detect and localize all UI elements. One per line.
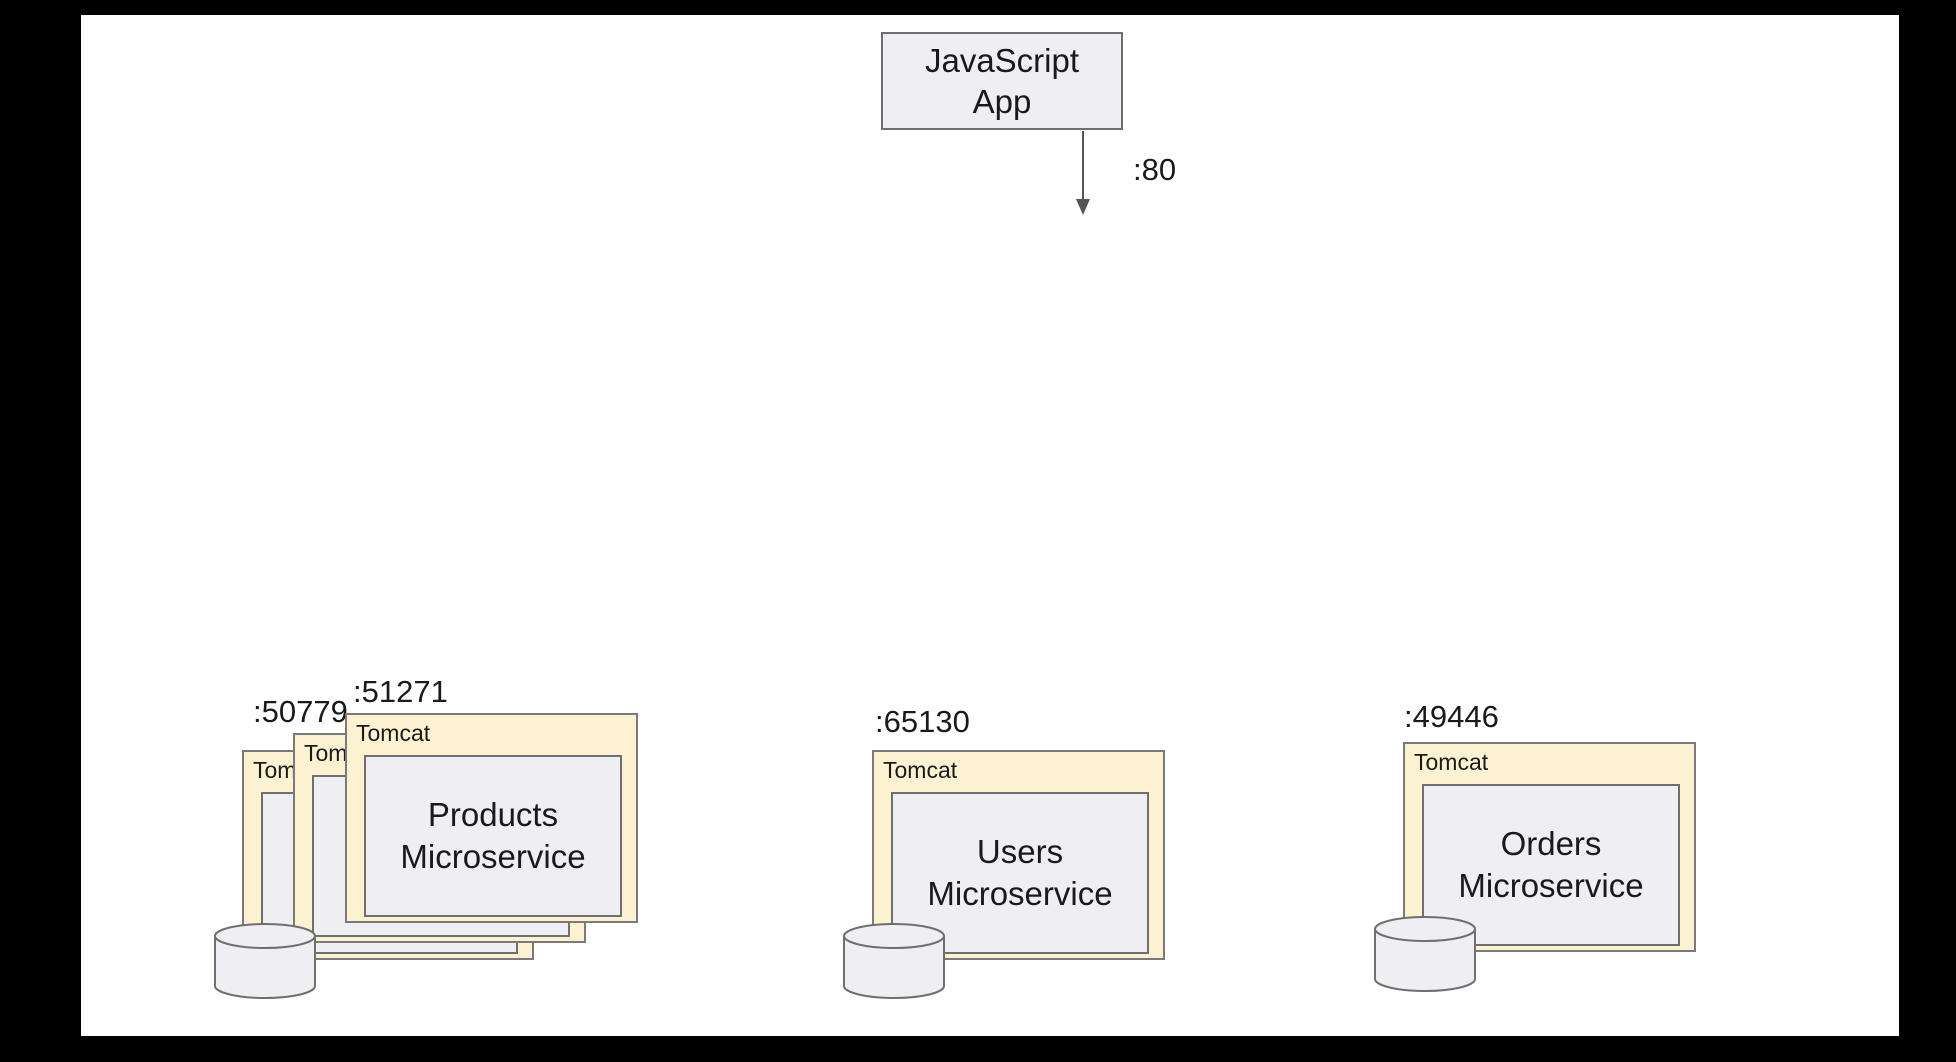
- users-database-icon: [843, 923, 945, 999]
- products-tomcat-instance-front: Tomcat Products Microservice: [345, 713, 638, 923]
- users-service-line1: Users: [976, 833, 1064, 870]
- tomcat-label: Tomcat: [356, 720, 431, 746]
- products-service-line1: Products: [427, 796, 559, 833]
- tomcat-label: Tomcat: [883, 757, 958, 783]
- tomcat-label: Tomcat: [1414, 749, 1489, 775]
- app-port-label: :80: [1133, 152, 1177, 187]
- diagram-canvas: JavaScript App :80 :50779 :51271 Tomcat …: [81, 15, 1899, 1036]
- app-title-line1: JavaScript: [924, 42, 1080, 79]
- users-service-line2: Microservice: [927, 875, 1113, 912]
- users-port-label: :65130: [875, 704, 970, 739]
- javascript-app-box: JavaScript App: [881, 32, 1123, 130]
- users-service-box: Users Microservice: [891, 792, 1149, 954]
- products-service-box: Products Microservice: [364, 755, 622, 917]
- users-tomcat-container: Tomcat Users Microservice: [872, 750, 1165, 960]
- orders-tomcat-container: Tomcat Orders Microservice: [1403, 742, 1696, 952]
- orders-port-label: :49446: [1404, 699, 1499, 734]
- orders-service-line2: Microservice: [1458, 867, 1644, 904]
- products-service-line2: Microservice: [400, 838, 586, 875]
- app-arrow: [1076, 131, 1090, 215]
- orders-service-box: Orders Microservice: [1422, 784, 1680, 946]
- products-database-icon: [214, 923, 316, 999]
- orders-service-line1: Orders: [1500, 825, 1602, 862]
- app-title-line2: App: [972, 83, 1032, 120]
- products-port-front: :51271: [353, 674, 448, 709]
- orders-database-icon: [1374, 916, 1476, 992]
- products-port-back: :50779: [253, 694, 348, 729]
